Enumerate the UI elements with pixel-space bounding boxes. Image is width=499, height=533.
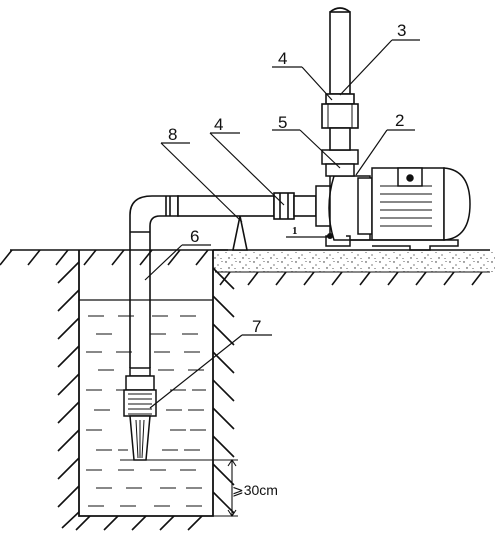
callout-leaders: [144, 39, 420, 409]
callout-6: 6: [190, 227, 199, 246]
depth-marker: [140, 459, 238, 517]
pump: [315, 149, 471, 251]
callout-1: 1: [292, 225, 298, 237]
depth-label: ⩾30cm: [232, 482, 278, 498]
callout-5: 5: [278, 113, 287, 132]
callout-3: 3: [397, 21, 406, 40]
suction-pipe: [129, 195, 179, 368]
horizontal-pipe: [177, 192, 317, 220]
pipe-support: [232, 215, 248, 251]
ground-and-pit: [0, 249, 495, 531]
discharge-pipe: [321, 7, 359, 151]
water: [79, 299, 213, 507]
callout-4-upper: 4: [278, 49, 287, 68]
callout-4-lower: 4: [214, 115, 223, 134]
callout-8: 8: [168, 125, 177, 144]
callout-2: 2: [395, 111, 404, 130]
callout-7: 7: [252, 317, 261, 336]
foot-valve: [120, 367, 160, 461]
